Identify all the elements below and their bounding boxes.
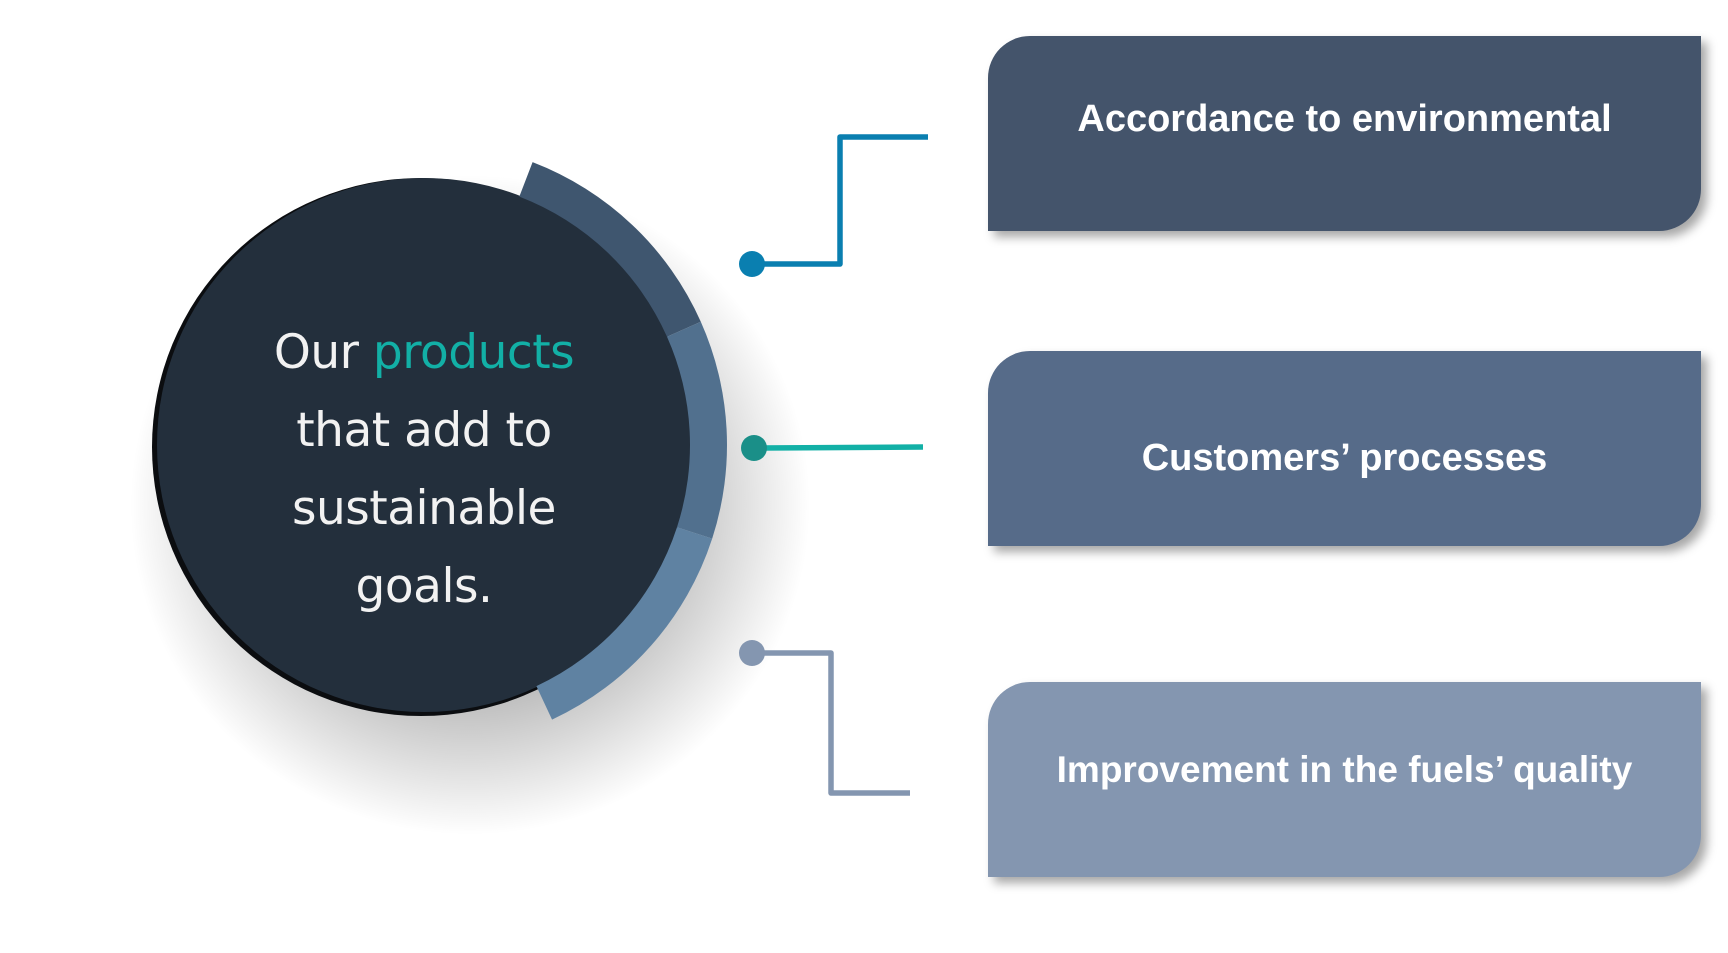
arc-segment-1 [519, 162, 701, 337]
item-box-environmental: Accordance to environmental [988, 36, 1701, 231]
center-circle [157, 178, 691, 712]
item-box-customers-processes: Customers’ processes [988, 351, 1701, 546]
center-line-3: sustainable [292, 481, 556, 536]
center-line-2: that add to [296, 403, 552, 458]
connector-3-line [752, 650, 910, 796]
center-statement: Our products that add to sustainable goa… [224, 314, 624, 626]
item-label-3: Improvement in the fuels’ quality [1056, 748, 1633, 790]
center-line-1: Our products [224, 314, 624, 392]
center-line-4: goals. [355, 559, 493, 614]
item-label-2: Customers’ processes [1141, 437, 1548, 479]
item-label-1: Accordance to environmental [1077, 98, 1612, 140]
connector-3-dot [739, 640, 765, 666]
connector-2 [741, 435, 924, 461]
connector-3 [739, 640, 910, 796]
arc-segment-2 [667, 321, 727, 539]
item-box-fuel-quality: Improvement in the fuels’ quality [988, 682, 1701, 877]
center-line-1-prefix: Our [273, 325, 359, 380]
arc-segment-3 [536, 527, 713, 720]
connector-2-line [753, 444, 924, 451]
connector-1 [739, 134, 928, 277]
connector-1-line [752, 134, 928, 267]
center-accent-word: products [372, 325, 575, 380]
connector-2-dot [741, 435, 767, 461]
connector-1-dot [739, 251, 765, 277]
